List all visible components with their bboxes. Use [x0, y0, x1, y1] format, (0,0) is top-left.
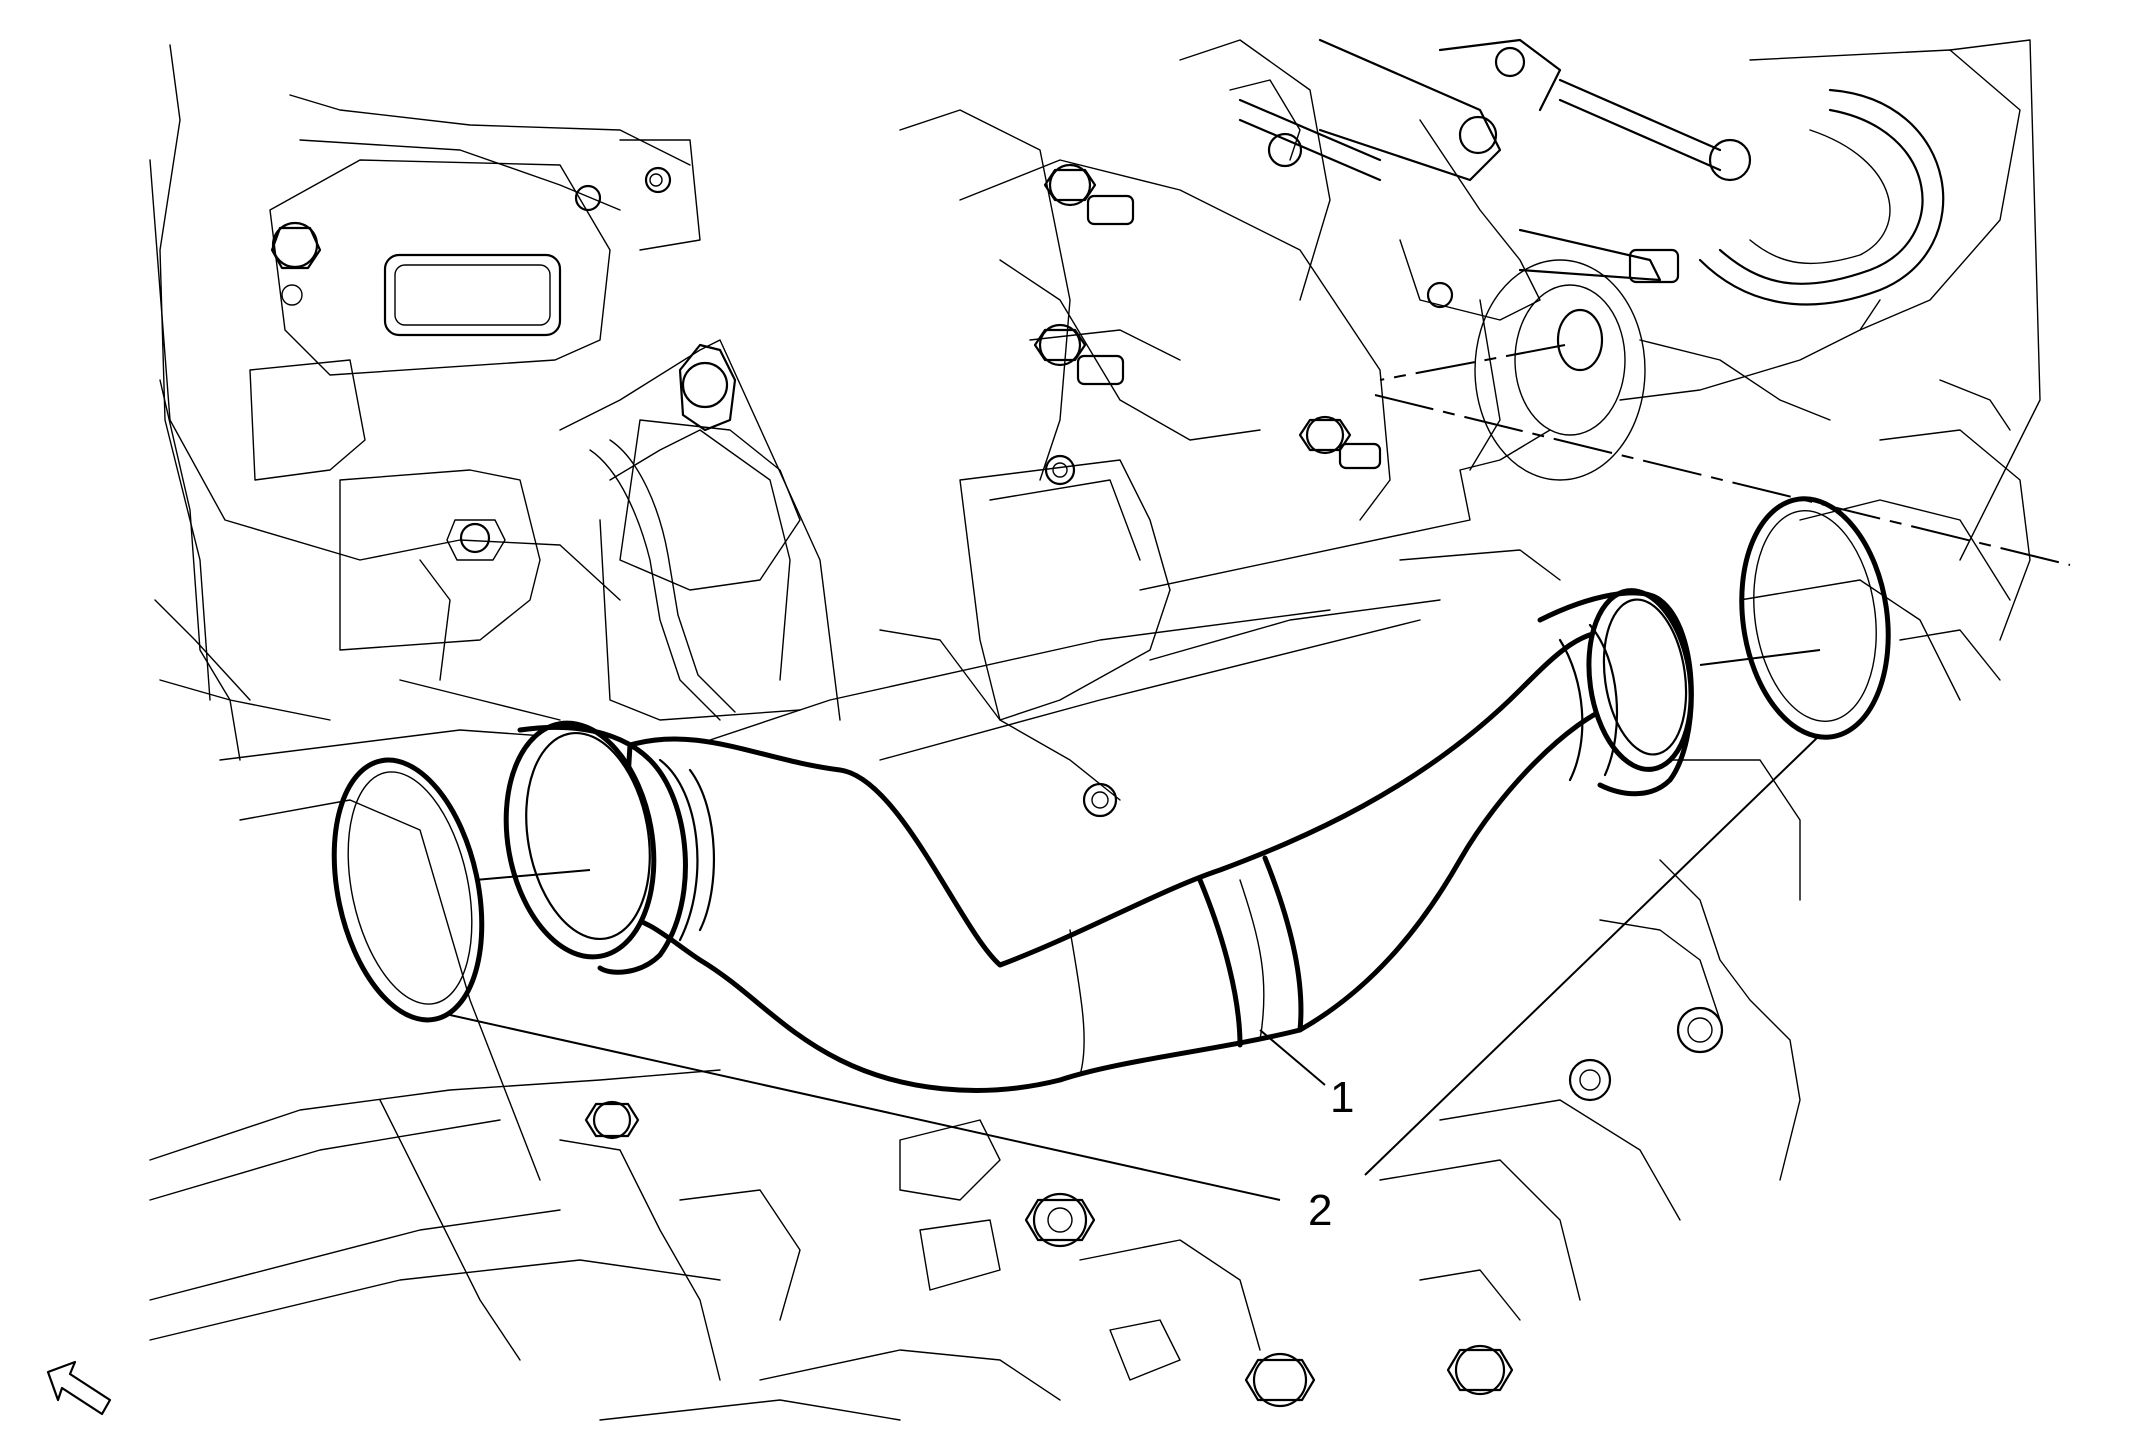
right-seal-ring [1739, 496, 1891, 740]
leader-1 [1259, 1029, 1326, 1086]
callout-1: 1 [1330, 1073, 1354, 1122]
callout-2: 2 [1308, 1186, 1332, 1235]
seal-rings [331, 496, 1891, 1023]
leader-2-right [1364, 734, 1821, 1176]
view-direction-arrow-icon [46, 1360, 112, 1416]
left-seal-ring [331, 757, 485, 1023]
callout-leaders [449, 734, 1821, 1201]
alignment-lines [1374, 344, 2071, 566]
engine-background [149, 38, 2041, 1421]
leader-2-left [449, 1014, 1281, 1201]
coolant-pipe [503, 588, 1694, 1093]
